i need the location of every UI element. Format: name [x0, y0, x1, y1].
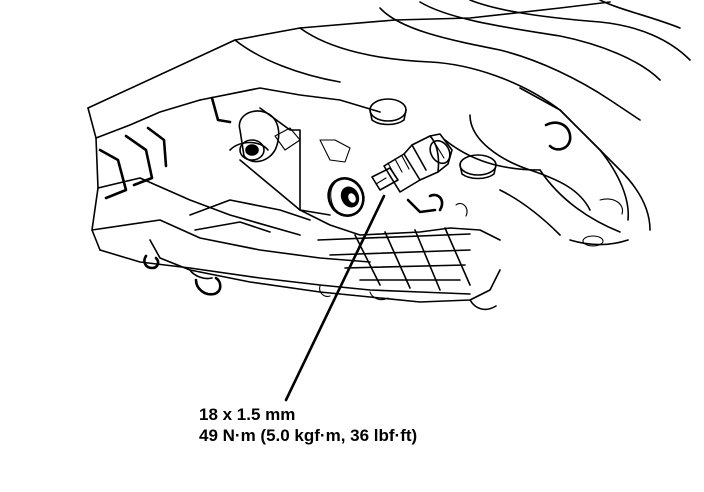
- transmission-housing: [87, 0, 691, 247]
- sealing-washer: [327, 177, 365, 217]
- housing-boss: [238, 110, 280, 163]
- bolt-size-label: 18 x 1.5 mm: [199, 405, 296, 424]
- housing-plugs: [369, 98, 497, 180]
- drain-bolt: [371, 133, 453, 193]
- oil-pan: [143, 193, 501, 311]
- callout-leader: [284, 194, 386, 402]
- drain-bolt-spec-label: 18 x 1.5 mm 49 N·m (5.0 kgf·m, 36 lbf·ft…: [199, 404, 417, 446]
- housing-ribs: [87, 87, 471, 295]
- torque-spec-label: 49 N·m (5.0 kgf·m, 36 lbf·ft): [199, 426, 418, 445]
